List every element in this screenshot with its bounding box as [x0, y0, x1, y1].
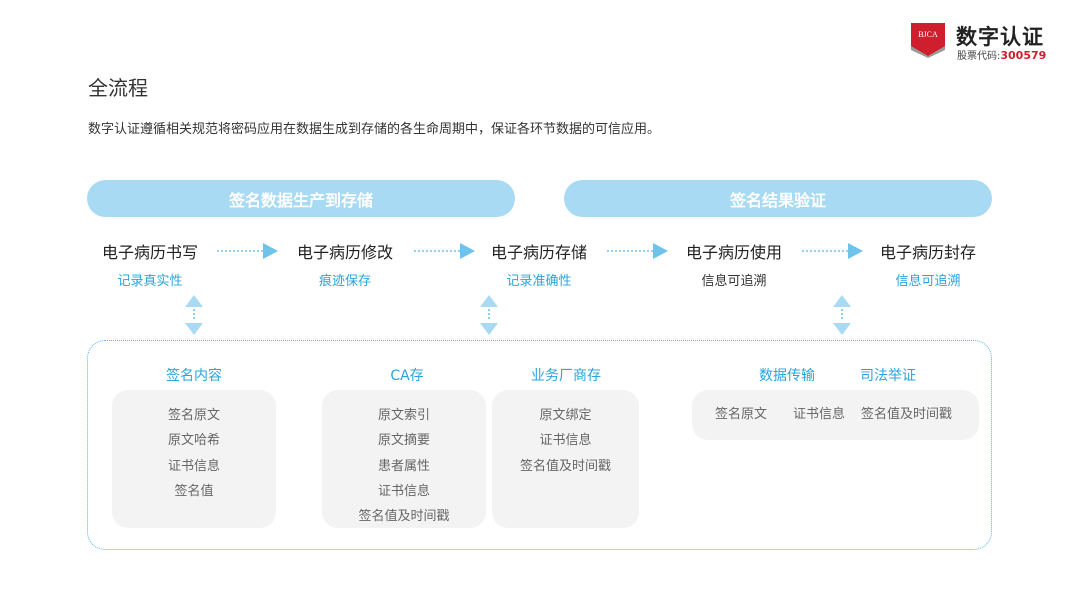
double-arrow-icon	[833, 295, 851, 335]
list-item: 证书信息	[377, 483, 430, 499]
list-item: 签名值及时间戳	[861, 407, 953, 422]
list-item: 原文索引	[377, 408, 430, 423]
list-item: 原文绑定	[539, 408, 592, 423]
group-title-data-transfer: 数据传输	[759, 368, 815, 384]
list-item: 签名值及时间戳	[519, 458, 611, 474]
phase-production-storage: 签名数据生产到存储	[87, 180, 515, 217]
step-modify: 电子病历修改 痕迹保存	[275, 239, 415, 289]
signature-data-frame	[87, 340, 992, 550]
transfer-evidence-card	[692, 390, 979, 440]
step-seal: 电子病历封存 信息可追溯	[858, 239, 998, 289]
group-title-vendor-storage: 业务厂商存	[531, 368, 601, 384]
step-use: 电子病历使用 信息可追溯	[664, 239, 804, 289]
list-item: 签名值及时间戳	[358, 509, 450, 525]
phase-verification: 签名结果验证	[564, 180, 992, 217]
page-title: 全流程	[88, 76, 148, 100]
group-title-judicial-evidence: 司法举证	[860, 368, 916, 384]
list-item: 证书信息	[167, 458, 220, 474]
flow-arrow-icon	[217, 243, 278, 259]
step-title: 电子病历书写	[101, 243, 198, 262]
list-item: 证书信息	[793, 407, 846, 422]
step-title: 电子病历存储	[490, 243, 587, 262]
ca-storage-card: 原文索引 原文摘要 患者属性 证书信息 签名值及时间戳	[322, 390, 486, 528]
flow-arrow-icon	[802, 243, 863, 259]
step-subtitle: 信息可追溯	[895, 274, 961, 289]
step-store: 电子病历存储 记录准确性	[469, 239, 609, 289]
flow-arrow-icon	[414, 243, 475, 259]
list-item: 签名原文	[715, 407, 768, 422]
svg-text:BJCA: BJCA	[918, 30, 938, 39]
step-subtitle: 信息可追溯	[701, 274, 767, 289]
page-description: 数字认证遵循相关规范将密码应用在数据生成到存储的各生命周期中，保证各环节数据的可…	[88, 122, 661, 137]
step-write: 电子病历书写 记录真实性	[80, 239, 220, 289]
group-title-signature-content: 签名内容	[166, 368, 222, 384]
list-item: 原文摘要	[377, 433, 430, 449]
group-title-ca-storage: CA存	[390, 368, 424, 384]
step-subtitle: 记录真实性	[117, 274, 183, 289]
stock-code-line: 股票代码:300579	[957, 49, 1047, 62]
flow-arrow-icon	[607, 243, 668, 259]
list-item: 患者属性	[377, 458, 430, 474]
step-subtitle: 记录准确性	[506, 274, 572, 289]
list-item: 证书信息	[539, 433, 592, 449]
bjca-shield-icon: BJCA	[911, 23, 945, 58]
list-item: 签名原文	[167, 408, 220, 423]
step-title: 电子病历封存	[879, 243, 976, 262]
double-arrow-icon	[185, 295, 203, 335]
step-title: 电子病历使用	[685, 243, 782, 262]
vendor-storage-card: 原文绑定 证书信息 签名值及时间戳	[492, 390, 639, 528]
signature-content-card: 签名原文 原文哈希 证书信息 签名值	[112, 390, 276, 528]
list-item: 原文哈希	[167, 433, 220, 449]
company-logo: BJCA 数字认证 股票代码:300579	[910, 22, 1050, 62]
double-arrow-icon	[480, 295, 498, 335]
brand-name: 数字认证	[956, 25, 1044, 49]
step-subtitle: 痕迹保存	[318, 274, 371, 289]
list-item: 签名值	[174, 483, 214, 499]
step-title: 电子病历修改	[296, 243, 393, 262]
